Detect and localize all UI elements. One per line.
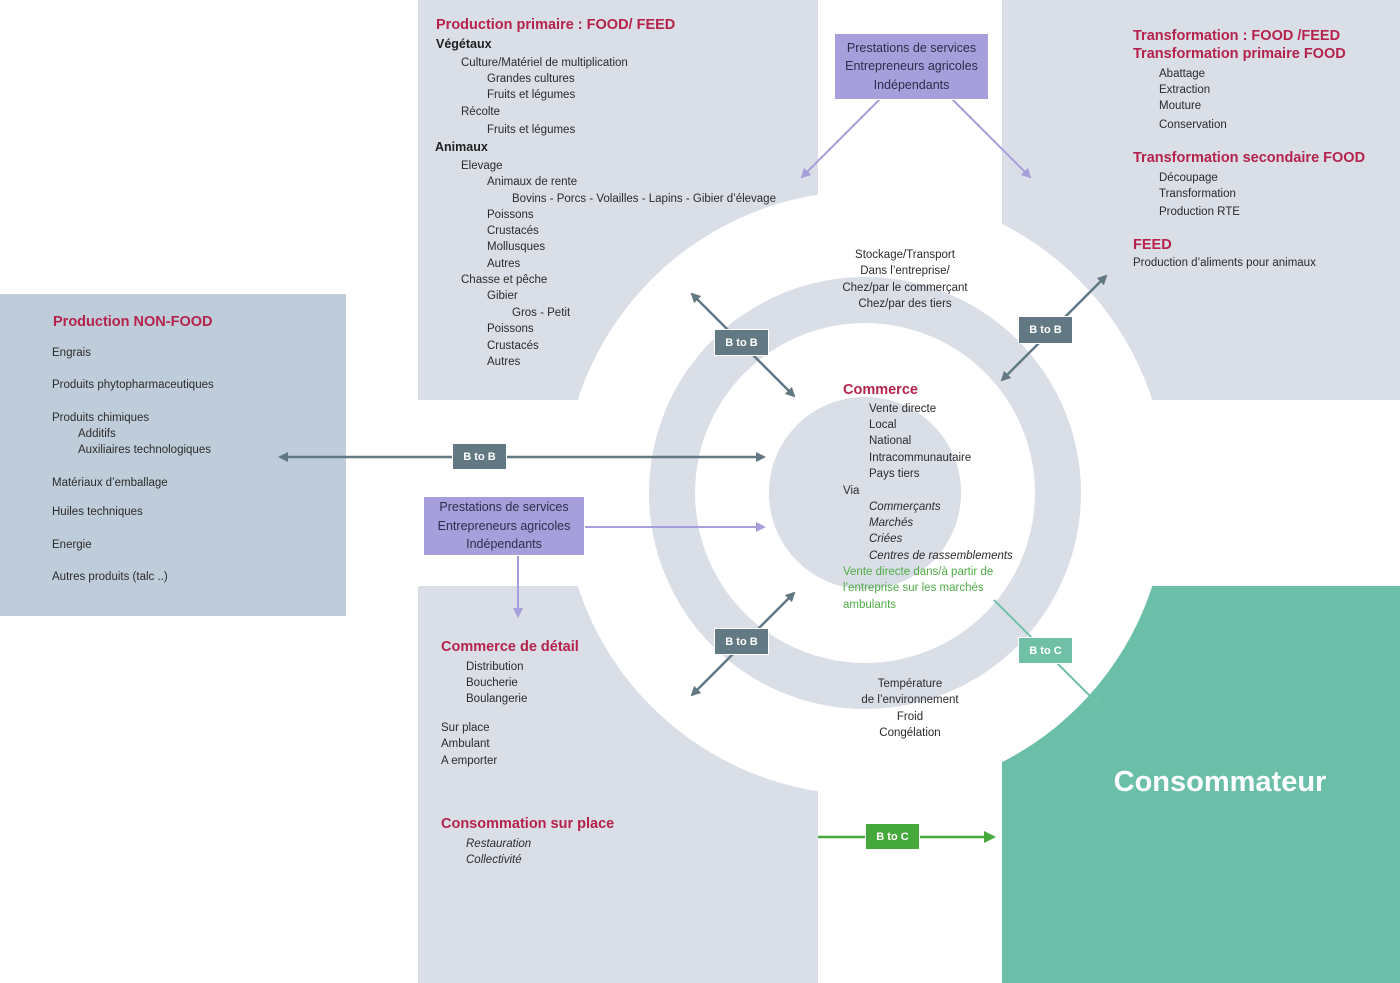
engrais-item: Engrais — [52, 347, 91, 359]
boucherie-item: Boucherie — [466, 677, 518, 689]
services-box-top: Prestations de services Entrepreneurs ag… — [834, 33, 989, 100]
culture-item: Culture/Matériel de multiplication — [461, 57, 628, 69]
temperature-line-4: Congélation — [879, 727, 941, 740]
centres-item: Centres de rassemblements — [869, 550, 1013, 562]
services-line-2: Entrepreneurs agricoles — [845, 59, 978, 74]
feed-text: Production d’aliments pour animaux — [1133, 257, 1316, 269]
b2c-badge-teal: B to C — [1018, 637, 1073, 664]
commercants-item: Commerçants — [869, 501, 941, 513]
gibier-item: Gibier — [487, 290, 518, 302]
commerce-title: Commerce — [843, 382, 918, 398]
consumer-label: Consommateur — [1113, 766, 1327, 798]
collectivite-item: Collectivité — [466, 854, 522, 866]
storage-line-3: Chez/par le commerçant — [842, 281, 968, 294]
poissons-item-2: Poissons — [487, 323, 534, 335]
animaux-heading: Animaux — [435, 140, 488, 154]
boulangerie-item: Boulangerie — [466, 693, 528, 705]
emballage-item: Matériaux d’emballage — [52, 477, 168, 489]
local-item: Local — [869, 419, 897, 431]
storage-line-4: Chez/par des tiers — [858, 298, 952, 311]
mollusques-item: Mollusques — [487, 241, 546, 253]
national-item: National — [869, 435, 912, 447]
vente-ambulante-line-1: Vente directe dans/à partir de — [843, 566, 994, 578]
temperature-block: Température de l’environnement Froid Con… — [810, 676, 1010, 742]
elevage-item: Elevage — [461, 160, 503, 172]
conservation-item: Conservation — [1159, 119, 1227, 131]
temperature-line-3: Froid — [896, 710, 924, 723]
storage-line-1: Stockage/Transport — [855, 249, 955, 261]
storage-block: Stockage/Transport Dans l’entreprise/ Ch… — [805, 247, 1005, 313]
services-line-1: Prestations de services — [846, 40, 977, 55]
criees-item: Criées — [869, 533, 903, 545]
recolte-item: Récolte — [461, 106, 500, 118]
mouture-item: Mouture — [1159, 100, 1202, 112]
feed-title: FEED — [1133, 237, 1172, 253]
restauration-item: Restauration — [466, 838, 532, 850]
transformation-primary-title: Transformation primaire FOOD — [1133, 46, 1346, 62]
abattage-item: Abattage — [1159, 68, 1206, 80]
b2b-badge-bottom-left: B to B — [714, 628, 769, 655]
services-box-middle: Prestations de services Entrepreneurs ag… — [423, 496, 585, 556]
ambulant-item: Ambulant — [441, 738, 490, 750]
vente-directe-item: Vente directe — [869, 403, 937, 415]
chimiques-item: Produits chimiques — [52, 412, 150, 424]
b2c-badge-green: B to C — [865, 823, 920, 850]
services-mid-line-2: Entrepreneurs agricoles — [437, 518, 571, 533]
nonfood-title: Production NON-FOOD — [53, 314, 213, 330]
a-emporter-item: A emporter — [441, 755, 498, 767]
services-line-3: Indépendants — [873, 77, 950, 92]
fruits-legumes-item-2: Fruits et légumes — [487, 124, 576, 136]
additifs-item: Additifs — [78, 428, 116, 440]
temperature-line-2: de l’environnement — [861, 694, 959, 707]
commerce-core — [769, 397, 961, 589]
marches-item: Marchés — [869, 517, 914, 529]
b2b-badge-left: B to B — [452, 443, 507, 470]
vente-ambulante-line-3: ambulants — [843, 599, 897, 611]
extraction-item: Extraction — [1159, 84, 1211, 96]
transformation-title: Transformation : FOOD /FEED — [1133, 28, 1341, 44]
phyto-item: Produits phytopharmaceutiques — [52, 379, 214, 391]
fruits-legumes-item: Fruits et légumes — [487, 89, 576, 101]
services-mid-line-1: Prestations de services — [439, 500, 569, 515]
via-item: Via — [843, 485, 860, 497]
services-mid-line-3: Indépendants — [466, 537, 542, 552]
poissons-item: Poissons — [487, 209, 534, 221]
production-rte-item: Production RTE — [1159, 206, 1240, 218]
chasse-peche-item: Chasse et pêche — [461, 274, 548, 286]
distribution-item: Distribution — [466, 661, 524, 673]
storage-line-2: Dans l’entreprise/ — [860, 265, 950, 278]
gros-petit-item: Gros - Petit — [512, 307, 571, 319]
auxiliaires-item: Auxiliaires technologiques — [78, 444, 211, 456]
arrow-services-transformation — [951, 98, 1032, 179]
vente-ambulante-line-2: l’entreprise sur les marchés — [843, 582, 984, 594]
b2b-badge-top-left: B to B — [714, 329, 769, 356]
crustaces-item: Crustacés — [487, 225, 539, 237]
autres-item-2: Autres — [487, 356, 521, 368]
energie-item: Energie — [52, 539, 92, 551]
transformation-secondary-title: Transformation secondaire FOOD — [1133, 150, 1366, 166]
arrow-services-primary — [800, 98, 881, 179]
autres-item: Autres — [487, 258, 521, 270]
grandes-cultures-item: Grandes cultures — [487, 73, 575, 85]
sur-place-item: Sur place — [441, 722, 490, 734]
vegetaux-heading: Végétaux — [436, 37, 492, 51]
b2b-badge-top-right: B to B — [1018, 316, 1073, 344]
transformation-item: Transformation — [1159, 188, 1236, 200]
temperature-line-1: Température — [877, 678, 943, 690]
primary-title: Production primaire : FOOD/ FEED — [436, 17, 676, 33]
autres-produits-item: Autres produits (talc ..) — [52, 571, 168, 583]
animaux-rente-item: Animaux de rente — [487, 176, 578, 188]
pays-tiers-item: Pays tiers — [869, 468, 920, 480]
retail-title: Commerce de détail — [441, 639, 579, 655]
intracommunautaire-item: Intracommunautaire — [869, 452, 972, 464]
huiles-item: Huiles techniques — [52, 506, 143, 518]
bovins-item: Bovins - Porcs - Volailles - Lapins - Gi… — [512, 193, 776, 205]
consommation-title: Consommation sur place — [441, 816, 615, 832]
decoupage-item: Découpage — [1159, 172, 1218, 184]
crustaces-item-2: Crustacés — [487, 340, 539, 352]
